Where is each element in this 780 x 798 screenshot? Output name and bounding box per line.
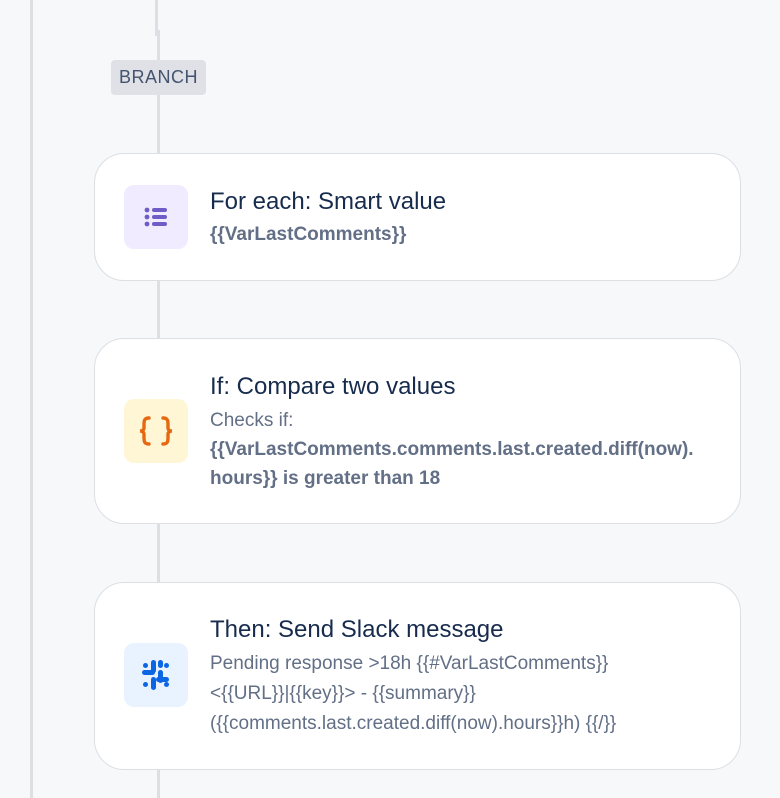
slack-message-step-card[interactable]: Then: Send Slack message Pending respons… [94, 582, 741, 770]
step-title: If: Compare two values [210, 373, 456, 400]
for-each-step-card[interactable]: For each: Smart value {{VarLastComments}… [94, 153, 741, 281]
if-condition-step-card[interactable]: If: Compare two values Checks if: {{VarL… [94, 338, 741, 524]
step-detail: {{VarLastComments.comments.last.created.… [210, 439, 694, 489]
branch-connector [30, 0, 158, 36]
step-title: Then: Send Slack message [210, 616, 504, 643]
step-title: For each: Smart value [210, 188, 447, 215]
slack-icon [124, 643, 188, 707]
branch-label: BRANCH [111, 60, 207, 95]
step-detail: {{VarLastComments}} [210, 224, 407, 245]
step-detail: Pending response >18h {{#VarLastComments… [210, 653, 617, 734]
curly-braces-icon [124, 399, 188, 463]
list-icon [124, 185, 188, 249]
main-flow-line [30, 0, 33, 798]
step-prefix: Checks if: [210, 410, 294, 431]
